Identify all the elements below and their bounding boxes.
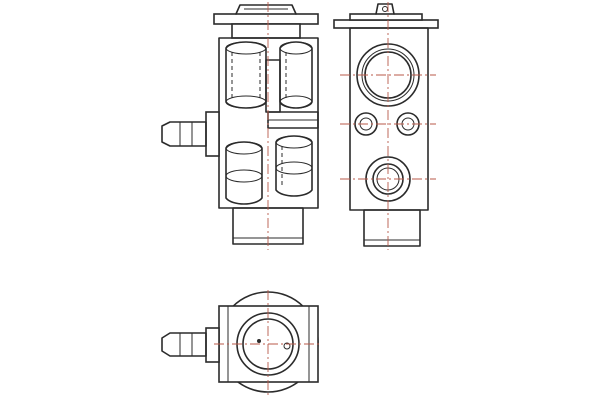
side-main-body (349, 27, 429, 211)
front-top-flange (213, 13, 319, 25)
side-bottom-base (363, 209, 421, 247)
front-lower-right-bore (275, 135, 313, 197)
top-side-fitting (161, 332, 207, 357)
front-side-fitting (161, 121, 207, 147)
top-side-boss (205, 327, 220, 363)
side-view (333, 2, 439, 250)
front-central-rod (265, 59, 281, 113)
side-top-flange (333, 19, 439, 29)
front-top-cap (235, 4, 297, 15)
front-lower-left-bore (225, 141, 263, 205)
side-top-clip (375, 3, 395, 15)
front-top-collar (231, 23, 301, 39)
front-view (161, 2, 319, 250)
side-top-plate (349, 13, 423, 21)
top-view (161, 290, 322, 398)
front-side-boss (205, 111, 220, 157)
